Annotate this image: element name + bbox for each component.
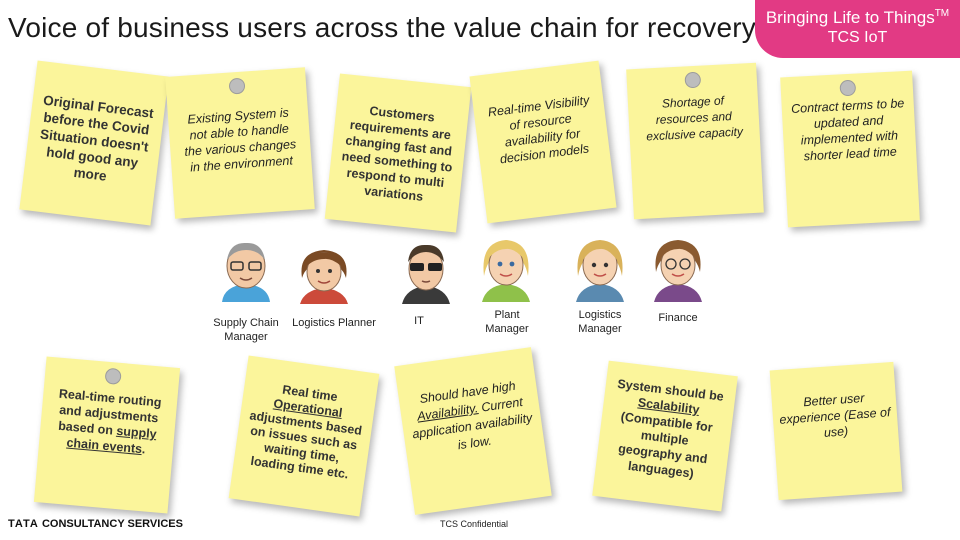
avatar-supply-chain-manager xyxy=(222,242,270,302)
brand-tagline: Bringing Life to Things xyxy=(765,8,935,27)
label-logistics-planner: Logistics Planner xyxy=(292,317,376,329)
brand-tm: TM xyxy=(934,8,950,19)
label-supply-chain-manager: Supply Chain Manager xyxy=(213,317,279,343)
note-realtime-visibility: Real-time Visibility of resource availab… xyxy=(469,60,617,224)
brand-name: TCS IoT xyxy=(827,29,888,46)
avatar-it xyxy=(402,244,450,304)
avatar-plant-manager xyxy=(482,240,530,302)
tcs-logo: TATA CONSULTANCY SERVICES xyxy=(8,518,183,530)
label-plant-manager: Plant Manager xyxy=(485,309,529,335)
note-customers: Customers requirements are changing fast… xyxy=(324,73,472,233)
brand-banner: Bringing Life to ThingsTM TCS IoT xyxy=(755,0,960,58)
label-it: IT xyxy=(414,315,424,327)
note-user-experience: Better user experience (Ease of use) xyxy=(769,361,903,501)
note-scalability: System should be Scalability (Compatible… xyxy=(592,360,738,512)
note-existing-system: Existing System is not able to handle th… xyxy=(165,67,315,219)
note-realtime-routing: Real-time routing and adjustments based … xyxy=(33,356,181,514)
page-title: Voice of business users across the value… xyxy=(8,12,756,43)
note-availability: Should have high Availability. Current a… xyxy=(394,347,552,515)
avatar-finance xyxy=(654,240,702,302)
label-finance: Finance xyxy=(658,312,698,324)
note-shortage: Shortage of resources and exclusive capa… xyxy=(626,62,764,220)
avatar-logistics-manager xyxy=(576,240,624,302)
avatar-logistics-planner xyxy=(300,250,348,304)
note-original-forecast: Original Forecast before the Covid Situa… xyxy=(19,60,169,226)
label-logistics-manager: Logistics Manager xyxy=(578,309,622,335)
note-realtime-operational: Real time Operational adjustments based … xyxy=(228,355,380,517)
confidential-label: TCS Confidential xyxy=(440,519,509,529)
note-contract-terms: Contract terms to be updated and impleme… xyxy=(780,70,920,228)
